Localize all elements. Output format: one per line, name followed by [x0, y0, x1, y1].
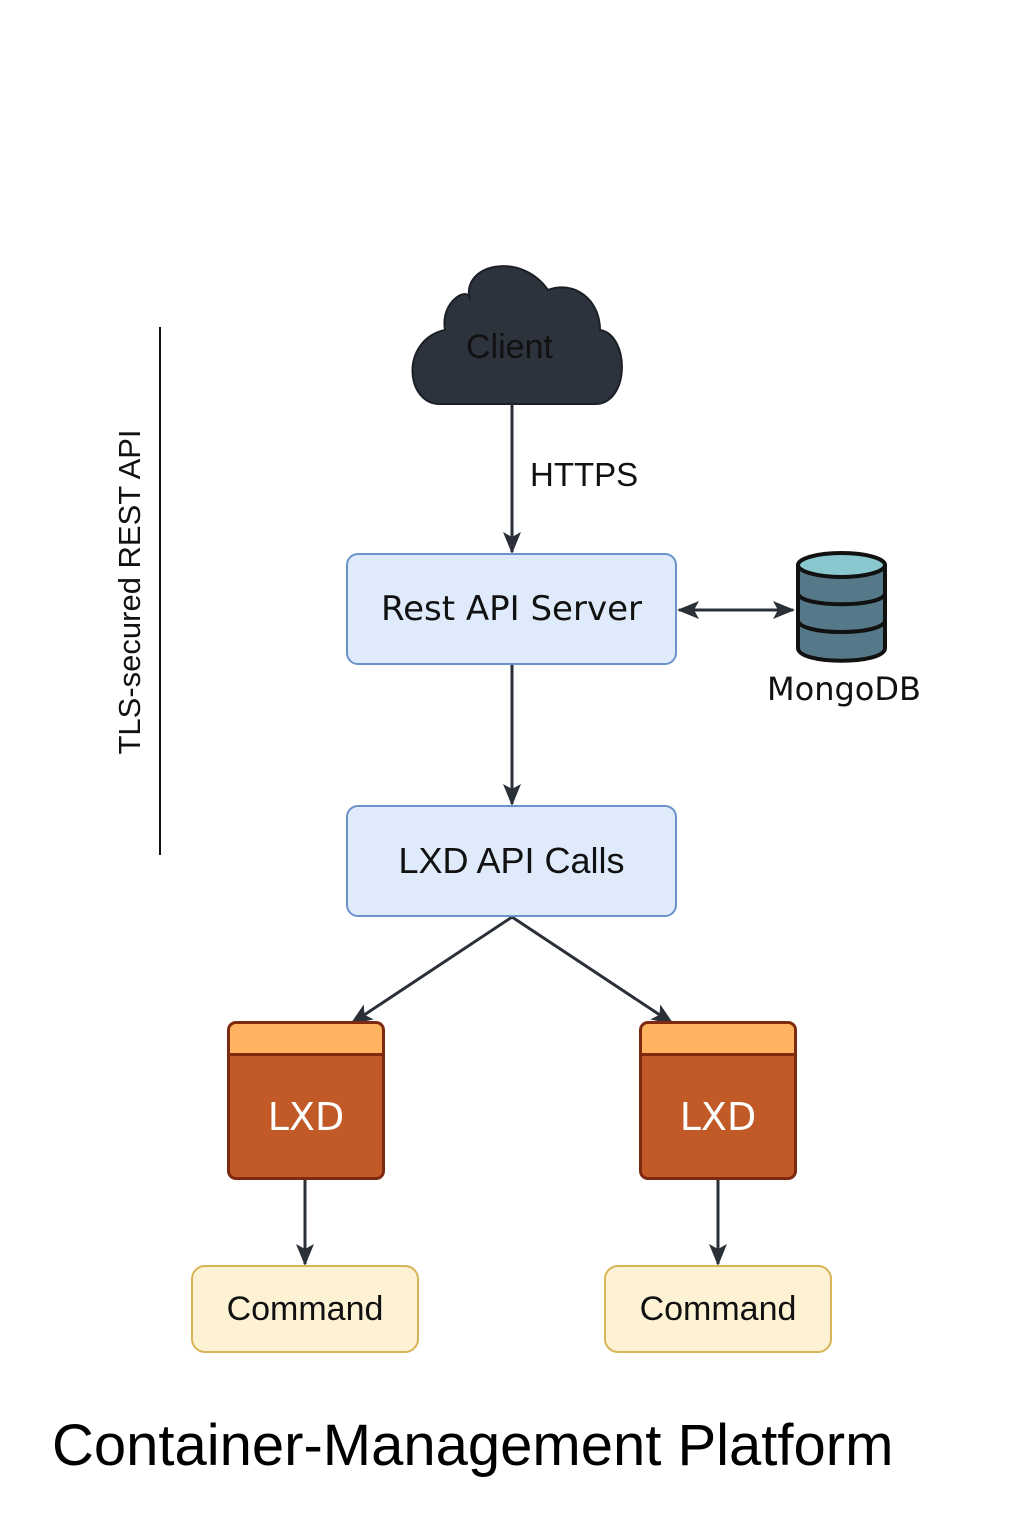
lxd-header-bar: [230, 1024, 382, 1056]
edge-lxd-api-to-lxd-right: [511, 915, 674, 1025]
client-label: Client: [466, 328, 553, 366]
rest-api-server-label: Rest API Server: [381, 589, 642, 629]
command-node-right[interactable]: Command: [604, 1265, 832, 1353]
lxd-label: LXD: [267, 1094, 345, 1139]
edge-label-https: HTTPS: [530, 456, 639, 493]
command-label: Command: [639, 1289, 797, 1328]
lxd-header-bar: [642, 1024, 794, 1056]
mongodb-label: MongoDB: [767, 670, 921, 708]
lxd-api-calls-label: LXD API Calls: [398, 840, 625, 881]
edge-lxd-api-to-lxd-left: [350, 915, 513, 1025]
command-node-left[interactable]: Command: [191, 1265, 419, 1353]
command-label: Command: [226, 1289, 384, 1328]
rest-api-server-node[interactable]: Rest API Server: [346, 553, 677, 665]
client-cloud-icon[interactable]: [411, 265, 623, 405]
lxd-node-left[interactable]: LXD: [227, 1021, 385, 1180]
lxd-label: LXD: [679, 1094, 757, 1139]
lxd-api-calls-node[interactable]: LXD API Calls: [346, 805, 677, 917]
lxd-node-right[interactable]: LXD: [639, 1021, 797, 1180]
diagram-title: Container-Management Platform: [52, 1413, 894, 1478]
database-icon[interactable]: [796, 551, 887, 663]
tls-secured-label: TLS-secured REST API: [112, 429, 147, 755]
